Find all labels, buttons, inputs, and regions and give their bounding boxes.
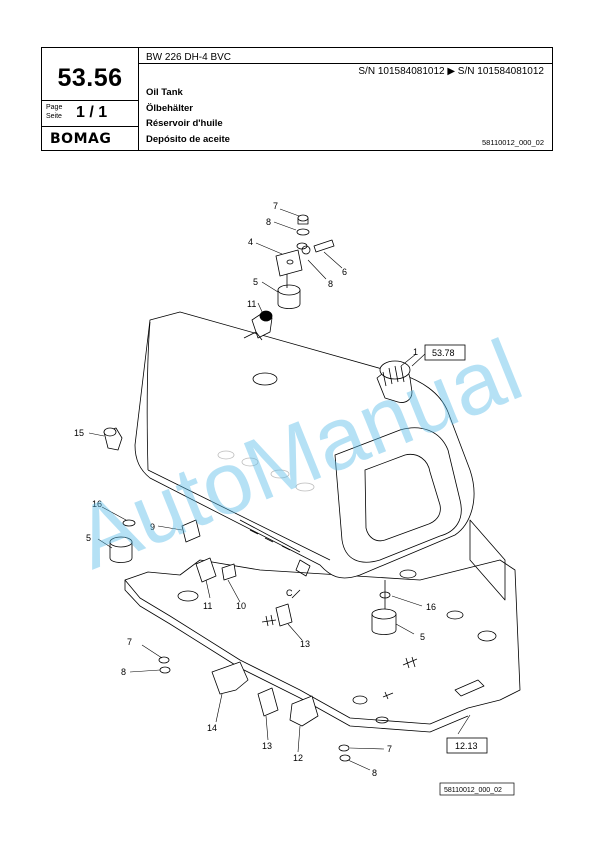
callout: 8 xyxy=(266,217,271,227)
divider xyxy=(42,126,138,127)
callout: 11 xyxy=(203,601,212,611)
elbow-fitting-upper xyxy=(243,310,273,341)
tank-boss xyxy=(241,457,259,467)
callout: 11 xyxy=(247,299,256,309)
callout: 7 xyxy=(273,201,278,211)
reference-box xyxy=(424,344,466,361)
page-label-de: Seite xyxy=(46,113,62,120)
callout: 5 xyxy=(86,533,91,543)
callout: 5 xyxy=(253,277,258,287)
plate-cutout xyxy=(469,519,506,601)
divider xyxy=(42,100,138,101)
footer-id-box xyxy=(439,782,515,796)
plate-hole xyxy=(375,716,389,724)
part-titles: Oil Tank Ölbehälter Réservoir d'huile De… xyxy=(146,85,230,147)
footer-id: 58110012_000_02 xyxy=(444,787,502,794)
callout: 7 xyxy=(127,637,132,647)
elbow-fitting-12 xyxy=(289,695,319,727)
callout: 1 xyxy=(413,347,418,357)
callout: 4 xyxy=(248,237,253,247)
fitting-c xyxy=(291,589,301,599)
filler-cap xyxy=(376,360,413,403)
plate-hole xyxy=(477,630,497,642)
divider xyxy=(138,48,139,150)
tank-window xyxy=(364,453,441,542)
tee-fitting-14 xyxy=(211,661,249,695)
title-fr: Réservoir d'huile xyxy=(146,118,223,129)
callout: 7 xyxy=(387,744,392,754)
tank-boss xyxy=(270,469,290,479)
plate-hole xyxy=(352,695,368,705)
tank-top-edge xyxy=(146,321,151,471)
serial-range: S/N 101584081012 ▶ S/N 101584081012 xyxy=(358,66,544,77)
callout: 8 xyxy=(328,279,333,289)
callout: 12 xyxy=(293,753,303,763)
plate-hole xyxy=(446,610,464,620)
callout: 15 xyxy=(74,428,84,438)
callout: 16 xyxy=(92,499,102,509)
document-number: 58110012_000_02 xyxy=(481,138,544,147)
callout: 13 xyxy=(300,639,310,649)
leader-lines xyxy=(88,208,471,771)
callout: 6 xyxy=(342,267,347,277)
callout: 5 xyxy=(420,632,425,642)
reference-box-label: 53.78 xyxy=(432,348,455,358)
page-label-en: Page xyxy=(46,104,63,111)
title-es: Depósito de aceite xyxy=(146,133,230,145)
divider xyxy=(138,63,552,64)
washer xyxy=(338,744,350,752)
plate-hole xyxy=(177,590,199,602)
callout: 8 xyxy=(121,667,126,677)
tank-end-face xyxy=(334,427,462,563)
callout: 8 xyxy=(372,768,377,778)
reference-box xyxy=(446,737,488,754)
tank-boss xyxy=(217,450,235,460)
model-name: BW 226 DH-4 BVC xyxy=(146,52,232,63)
nut xyxy=(159,666,171,674)
right-isolator xyxy=(371,580,397,635)
callout: 13 xyxy=(262,741,272,751)
title-en: Oil Tank xyxy=(146,87,183,98)
nut xyxy=(339,754,351,762)
weld-mark xyxy=(402,656,418,669)
adapter-13 xyxy=(257,687,279,717)
callout: 10 xyxy=(236,601,246,611)
weld-mark xyxy=(261,614,277,627)
fitting-13-upper xyxy=(275,603,293,627)
weld-mark xyxy=(382,691,394,700)
tank-boss xyxy=(295,482,315,492)
elbow-fitting-15 xyxy=(103,427,123,451)
tank-boss xyxy=(252,372,278,386)
title-de: Ölbehälter xyxy=(146,102,193,114)
tank-bottom-edge xyxy=(147,469,331,561)
reference-box-label: 12.13 xyxy=(455,741,478,751)
bomag-logo: BOMAG xyxy=(50,131,112,147)
left-isolator xyxy=(109,519,136,563)
section-number: 53.56 xyxy=(57,64,123,92)
top-mount xyxy=(275,214,335,309)
page-label: Page Seite xyxy=(46,103,62,121)
callout: C xyxy=(286,588,293,598)
washer xyxy=(158,656,170,664)
page-value: 1 / 1 xyxy=(76,104,108,121)
callout: 14 xyxy=(207,723,217,733)
callouts: 7 8 4 6 8 5 11 1 15 16 9 5 11 10 C 16 13… xyxy=(74,201,436,778)
callout: 9 xyxy=(150,522,155,532)
fitting-10 xyxy=(221,563,237,581)
fitting-11-lower xyxy=(195,557,217,583)
fitting-9 xyxy=(181,519,201,543)
base-plate xyxy=(124,559,521,725)
plate-hole xyxy=(399,569,417,579)
plate-slot xyxy=(454,679,485,697)
tank-fittings xyxy=(239,519,311,577)
callout: 16 xyxy=(426,602,436,612)
title-block: BW 226 DH-4 BVC S/N 101584081012 ▶ S/N 1… xyxy=(41,47,553,151)
